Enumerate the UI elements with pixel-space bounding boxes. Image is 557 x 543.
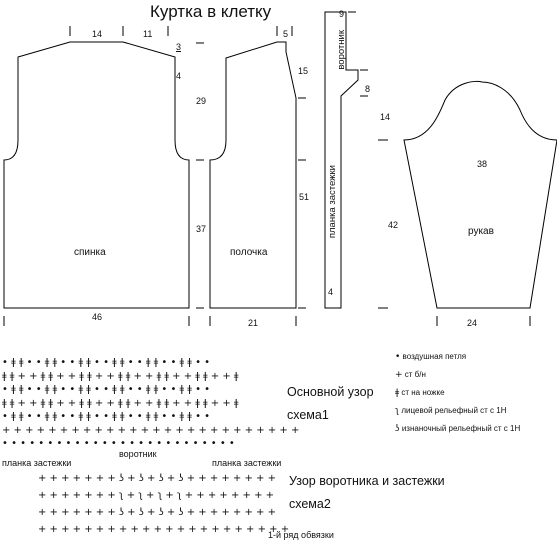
sleeve-dim-length: 42: [388, 220, 399, 230]
stem-icon: ǂ: [395, 388, 400, 398]
front-dim-neck-width: 5: [283, 29, 289, 39]
scheme1-row: • ǂ ǂ • • ǂ ǂ • • ǂ ǂ • • ǂ ǂ • • ǂ ǂ • …: [2, 411, 211, 422]
scheme1-row: + + + + + + + + + + + + + + + + + + + + …: [2, 424, 300, 436]
scheme1-grid: • ǂ ǂ • • ǂ ǂ • • ǂ ǂ • • ǂ ǂ • • ǂ ǂ • …: [2, 356, 299, 451]
collar-label: воротник: [336, 30, 347, 70]
sc-icon: +: [395, 370, 403, 380]
back-dim-top-right: 11: [143, 29, 153, 39]
diagram-title: Куртка в клетку: [150, 2, 272, 21]
chain-icon: •: [395, 352, 401, 362]
collar-dim-depth: 8: [365, 84, 371, 94]
dimension-ticks: [3, 11, 531, 326]
scheme2-label-right: планка застежки: [212, 458, 282, 468]
legend-item-front-relief: ʅ лицевой рельефный ст с 1Н: [395, 406, 507, 416]
back-dim-width: 46: [92, 312, 103, 322]
front-dim-side: 51: [299, 192, 310, 202]
legend-item-chain: • воздушная петля: [395, 352, 467, 362]
front-outline: [209, 41, 297, 309]
scheme1-row: • ǂ ǂ • • ǂ ǂ • • ǂ ǂ • • ǂ ǂ • • ǂ ǂ • …: [2, 384, 211, 395]
sleeve-label: рукав: [468, 226, 494, 237]
legend: • воздушная петля + ст б/н ǂ ст на ножке…: [395, 348, 520, 438]
collar-outline: [324, 11, 359, 309]
collar-dim-width: 9: [339, 9, 345, 19]
scheme2-subheading: схема2: [289, 497, 331, 511]
back-dim-top-left: 14: [92, 29, 103, 39]
scheme2-label-mid: воротник: [119, 449, 157, 459]
scheme1-subheading: схема1: [287, 408, 329, 422]
back-label: спинка: [74, 247, 106, 258]
scheme2-label-left: планка застежки: [2, 458, 72, 468]
front-dim-neck-depth: 15: [298, 66, 309, 76]
scheme1-heading: Основной узор: [287, 385, 374, 399]
scheme2-heading: Узор воротника и застежки: [289, 474, 445, 488]
placket-label: планка застежки: [327, 165, 338, 239]
back-relief-icon: ʖ: [395, 424, 400, 434]
back-dim-neck-depth: 4: [176, 71, 182, 81]
scheme1-row: • • • • • • • • • • • • • • • • • • • • …: [2, 438, 235, 449]
scheme1-row: ǂ ǂ + + ǂ ǂ + + ǂ ǂ + + ǂ ǂ + + ǂ ǂ + + …: [2, 397, 239, 409]
collar-dim-band: 4: [328, 287, 334, 297]
legend-item-sc: + ст б/н: [395, 370, 426, 380]
back-dim-armhole: 29: [196, 96, 207, 106]
front-dim-width: 21: [248, 318, 259, 328]
scheme2-row: + + + + + + + ʅ + ʅ + ʅ + ʅ + + + + + + …: [38, 490, 275, 501]
scheme2-grid: + + + + + + + ʖ + ʖ + ʖ + ʖ + + + + + + …: [38, 470, 289, 538]
scheme2-row: + + + + + + + + + + + + + + + + + + + + …: [38, 524, 290, 535]
back-outline: [3, 41, 190, 309]
scheme2-footnote: 1-й ряд обвязки: [268, 530, 334, 540]
scheme1-row: • ǂ ǂ • • ǂ ǂ • • ǂ ǂ • • ǂ ǂ • • ǂ ǂ • …: [2, 357, 211, 368]
collar-dim-step: 14: [380, 112, 391, 122]
sleeve-outline: [403, 80, 557, 309]
scheme1-row: ǂ ǂ + + ǂ ǂ + + ǂ ǂ + + ǂ ǂ + + ǂ ǂ + + …: [2, 370, 239, 382]
scheme2-row: + + + + + + + ʖ + ʖ + ʖ + ʖ + + + + + + …: [38, 507, 276, 518]
legend-item-back-relief: ʖ изнаночный рельефный ст с 1Н: [395, 424, 521, 434]
front-relief-icon: ʅ: [395, 406, 400, 416]
front-label: полочка: [230, 247, 268, 258]
back-dim-shoulder-drop: 3: [176, 42, 182, 52]
back-dim-side: 37: [196, 224, 207, 234]
sleeve-dim-cuff: 24: [467, 318, 478, 328]
sleeve-dim-top: 38: [477, 159, 488, 169]
scheme2-row: + + + + + + + ʖ + ʖ + ʖ + ʖ + + + + + + …: [38, 473, 276, 484]
legend-item-stem: ǂ ст на ножке: [395, 388, 445, 398]
